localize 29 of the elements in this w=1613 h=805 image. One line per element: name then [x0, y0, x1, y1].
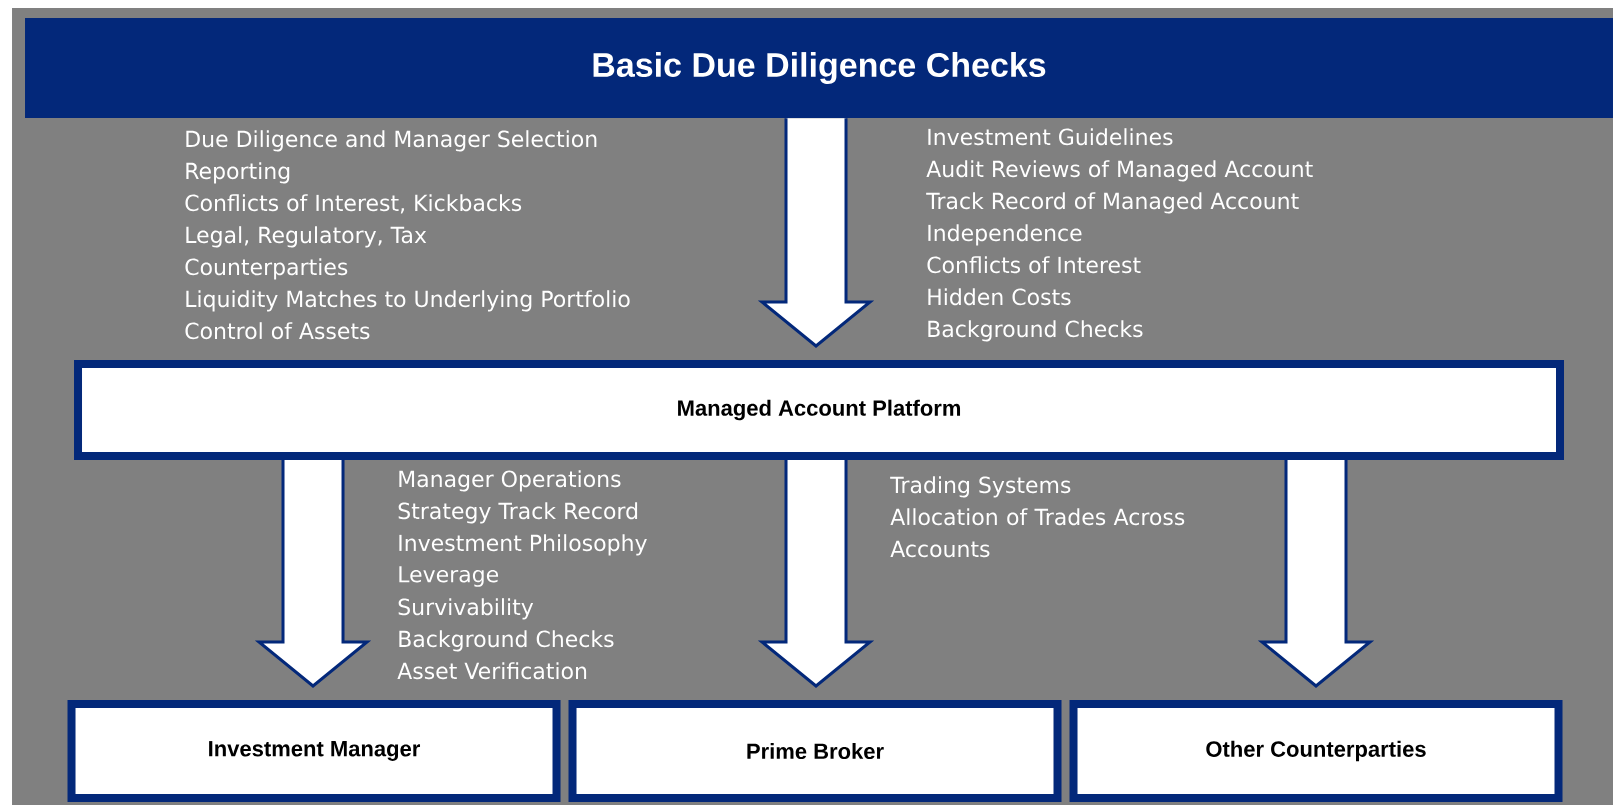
checklist-item: Reporting [186, 162, 290, 184]
checklist-item: Audit Reviews of Managed Account [926, 160, 1313, 182]
checklist-item: Control of Assets [185, 322, 370, 340]
checklist-item: Survivability [398, 598, 534, 620]
entity-box: Other Counterparties [1069, 700, 1563, 802]
checklist-item: Investment Philosophy [399, 534, 647, 556]
checklist-item: Trading Systems [890, 476, 1071, 498]
checklist-item: Conflicts of Interest [927, 256, 1141, 274]
checklist-item: Background Checks [928, 320, 1143, 342]
checklist-item: Hidden Costs [928, 288, 1071, 306]
block-arrow [757, 116, 875, 348]
checklist-item: Track Record of Managed Account [926, 192, 1299, 214]
entity-box: Prime Broker [568, 700, 1062, 802]
entity-box: Managed Account Platform [74, 360, 1564, 460]
title-band: Basic Due Diligence Checks [25, 18, 1613, 118]
checklist-item: Legal, Regulatory, Tax [186, 226, 427, 248]
checklist-item: Background Checks [399, 630, 614, 652]
checklist-item: Leverage [399, 566, 499, 587]
checklist-item: Liquidity Matches to Underlying Portfolio [186, 290, 630, 312]
block-arrow [757, 458, 875, 688]
block-arrow [1257, 458, 1375, 688]
checklist-item: Allocation of Trades Across Accounts [890, 508, 1185, 558]
checklist-item: Counterparties [185, 258, 348, 280]
checklist-item: Conflicts of Interest, Kickbacks [185, 194, 522, 214]
block-arrow [254, 458, 372, 688]
checklist-item: Asset Verification [397, 662, 587, 680]
entity-box: Investment Manager [67, 700, 561, 802]
checklist-item: Strategy Track Record [398, 502, 638, 524]
checklist-item: Independence [928, 224, 1082, 246]
